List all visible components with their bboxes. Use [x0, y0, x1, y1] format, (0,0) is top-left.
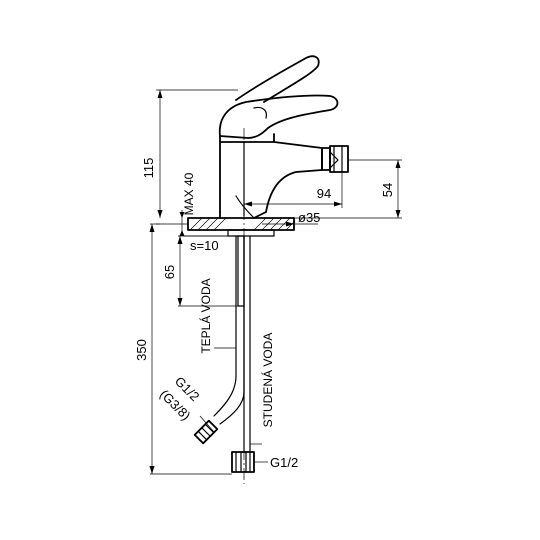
mounting-plate	[187, 217, 295, 237]
label-cold-thread: G1/2	[270, 455, 298, 470]
dim-350: 350	[134, 339, 149, 361]
faucet-lever	[218, 55, 339, 139]
spout-nozzle	[321, 145, 349, 173]
dimension-lines	[149, 89, 402, 475]
faucet-body	[219, 133, 323, 219]
dim-max-40: MAX 40	[182, 172, 196, 215]
dimension-labels: 115 350 65 MAX 40 94 54 ø35 s=10 TEPLÁ V…	[134, 158, 395, 470]
dim-hole-diameter: ø35	[298, 210, 320, 225]
dim-65: 65	[162, 265, 177, 279]
dim-115: 115	[141, 158, 156, 179]
dim-94: 94	[317, 186, 331, 201]
cold-water-hose	[231, 235, 255, 473]
dim-plate-thickness: s=10	[190, 238, 219, 253]
label-cold-water: STUDENÁ VODA	[260, 333, 275, 428]
dim-54: 54	[380, 183, 395, 197]
label-hot-water: TEPLÁ VODA	[198, 278, 213, 353]
